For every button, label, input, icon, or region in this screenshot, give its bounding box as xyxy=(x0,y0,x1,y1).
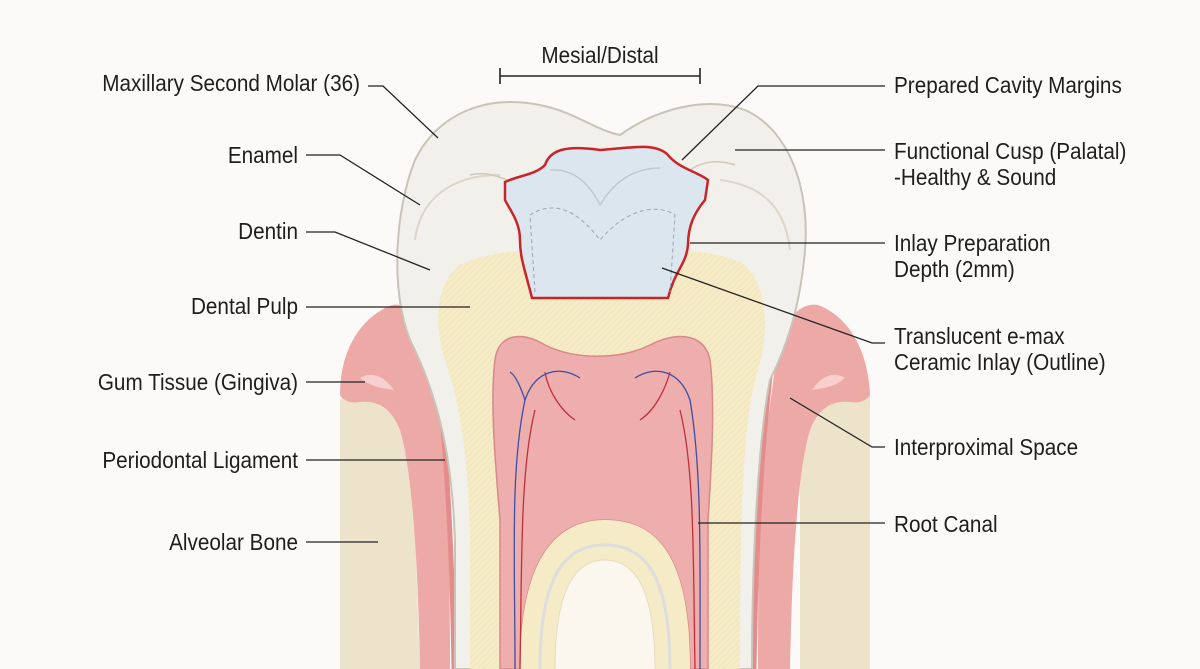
leader-interproximal-space xyxy=(789,397,885,448)
leader-dentin xyxy=(306,231,431,271)
ceramic-inlay xyxy=(503,145,710,300)
label-ceramic-inlay: Translucent e-max Ceramic Inlay (Outline… xyxy=(894,323,1106,375)
label-dental-pulp: Dental Pulp xyxy=(190,293,298,319)
label-line: Ceramic Inlay (Outline) xyxy=(894,349,1106,375)
label-line: Inlay Preparation xyxy=(894,230,1051,256)
label-line: Depth (2mm) xyxy=(894,256,1015,282)
label-line: Translucent e-max xyxy=(894,323,1065,349)
leader-maxillary-molar xyxy=(368,85,439,139)
alveolar-bone xyxy=(340,380,870,669)
label-line: Interproximal Space xyxy=(894,434,1079,460)
label-line: Prepared Cavity Margins xyxy=(894,72,1122,98)
dental-pulp xyxy=(492,335,714,669)
label-inlay-preparation-depth: Inlay Preparation Depth (2mm) xyxy=(894,230,1051,282)
label-line: Functional Cusp (Palatal) xyxy=(894,138,1127,164)
leader-ceramic-inlay xyxy=(661,267,885,344)
leader-enamel xyxy=(306,154,421,206)
gum-tissue xyxy=(340,304,870,669)
leader-prepared-margins xyxy=(681,85,885,161)
label-root-canal: Root Canal xyxy=(894,511,998,537)
label-line: Root Canal xyxy=(894,511,998,537)
label-gum-tissue: Gum Tissue (Gingiva) xyxy=(97,369,298,395)
label-functional-cusp: Functional Cusp (Palatal) -Healthy & Sou… xyxy=(894,138,1126,190)
label-maxillary-second-molar: Maxillary Second Molar (36) xyxy=(102,70,360,96)
label-dentin: Dentin xyxy=(238,218,298,244)
label-alveolar-bone: Alveolar Bone xyxy=(169,529,298,555)
pulp-vessels xyxy=(509,370,701,669)
mesial-distal-label: Mesial/Distal xyxy=(541,42,659,68)
label-line: -Healthy & Sound xyxy=(894,164,1057,190)
mesial-distal-bracket xyxy=(499,68,701,84)
leader-lines xyxy=(306,85,885,543)
label-interproximal-space: Interproximal Space xyxy=(894,434,1078,460)
label-periodontal-ligament: Periodontal Ligament xyxy=(102,447,298,473)
label-prepared-cavity-margins: Prepared Cavity Margins xyxy=(894,72,1122,98)
label-enamel: Enamel xyxy=(227,142,298,168)
